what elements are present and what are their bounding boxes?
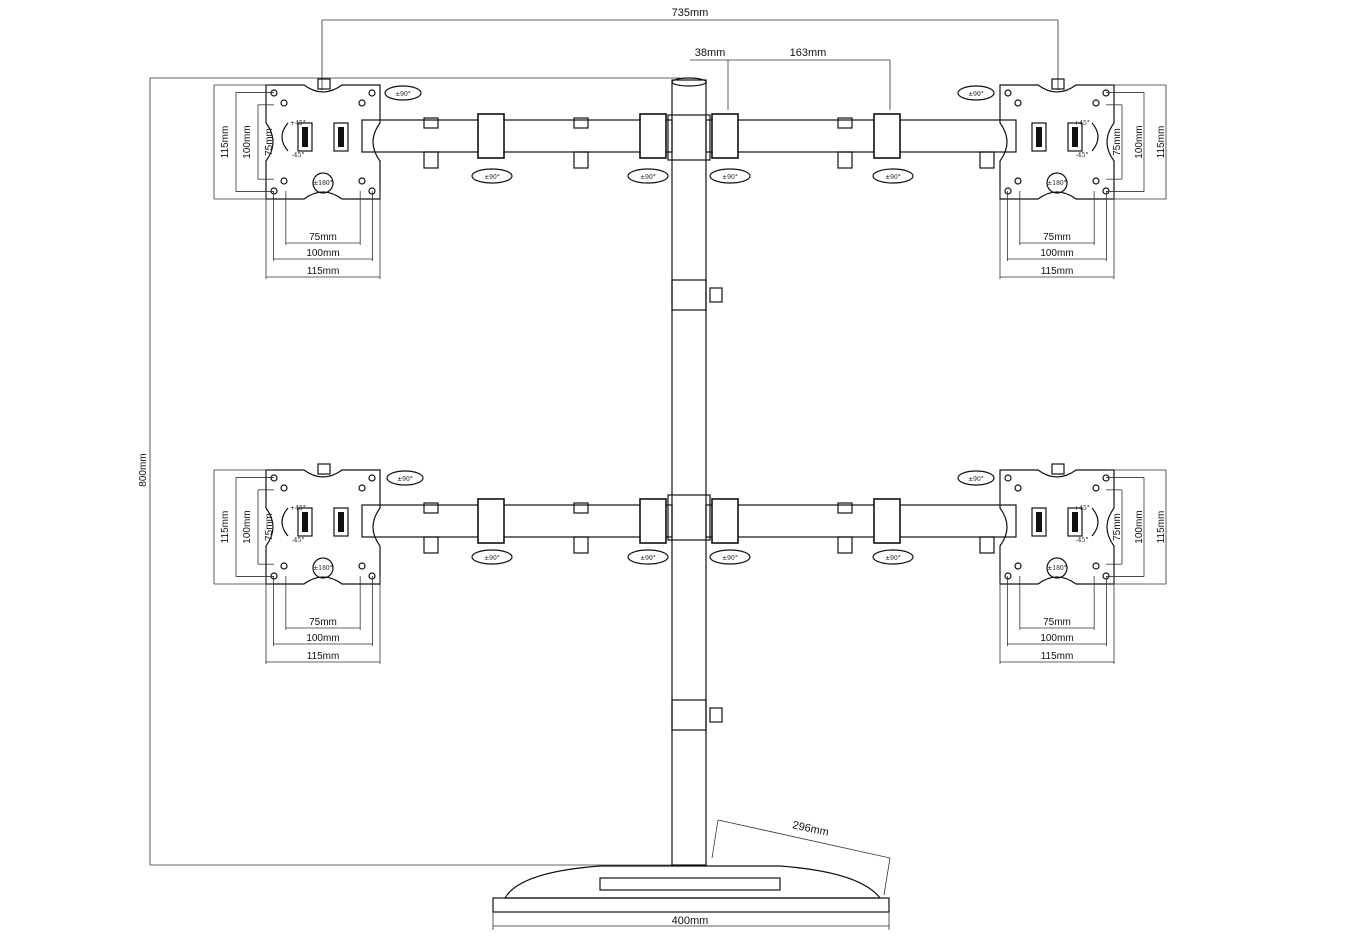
svg-text:±90°: ±90°	[484, 174, 500, 181]
svg-text:75mm: 75mm	[1112, 128, 1123, 156]
svg-text:75mm: 75mm	[1043, 232, 1071, 243]
svg-text:115mm: 115mm	[220, 126, 231, 159]
svg-text:100mm: 100mm	[1134, 125, 1145, 158]
overall-width-label: 735mm	[672, 7, 709, 19]
svg-text:100mm: 100mm	[306, 633, 339, 644]
svg-text:±90°: ±90°	[885, 174, 901, 181]
base-width-label: 400mm	[672, 915, 709, 927]
svg-text:±180°: ±180°	[313, 565, 332, 572]
arm-segment-label: 163mm	[790, 47, 827, 59]
svg-text:±180°: ±180°	[313, 180, 332, 187]
svg-text:115mm: 115mm	[1156, 126, 1167, 159]
center-pole	[667, 77, 723, 866]
svg-text:115mm: 115mm	[307, 651, 340, 662]
svg-text:±90°: ±90°	[484, 555, 500, 562]
svg-text:±90°: ±90°	[968, 476, 984, 483]
svg-text:-45°: -45°	[1076, 537, 1089, 544]
svg-text:115mm: 115mm	[1156, 511, 1167, 544]
svg-text:75mm: 75mm	[1043, 617, 1071, 628]
svg-text:100mm: 100mm	[1040, 633, 1073, 644]
svg-text:75mm: 75mm	[264, 513, 275, 541]
base: 400mm 296mm	[492, 819, 891, 930]
svg-text:115mm: 115mm	[1041, 266, 1074, 277]
svg-text:75mm: 75mm	[309, 617, 337, 628]
arm-segment-dimension: 163mm	[728, 47, 891, 110]
svg-text:±90°: ±90°	[722, 174, 738, 181]
svg-text:100mm: 100mm	[242, 510, 253, 543]
height-dimension: 800mm	[138, 77, 680, 866]
base-depth-label: 296mm	[791, 819, 829, 838]
svg-text:75mm: 75mm	[309, 232, 337, 243]
svg-text:±90°: ±90°	[885, 555, 901, 562]
svg-text:+45°: +45°	[1074, 120, 1090, 127]
svg-text:115mm: 115mm	[1041, 651, 1074, 662]
height-label: 800mm	[138, 453, 149, 486]
vesa-plate-bottom-right: +45° -45° ±180° 75mm 100mm 115mm 75mm 100mm 115m…	[999, 463, 1167, 664]
svg-text:±90°: ±90°	[722, 555, 738, 562]
svg-text:+45°: +45°	[1074, 505, 1090, 512]
vesa-plate-top-left: +45° -45° ±180° 75mm 100mm 115mm 75mm 100mm 115m…	[213, 78, 381, 279]
svg-text:100mm: 100mm	[1040, 248, 1073, 259]
vesa-plates: +45° -45° ±180° 75mm 100mm 115mm 75mm 100mm 115m…	[213, 78, 1167, 664]
svg-text:-45°: -45°	[1076, 152, 1089, 159]
svg-text:±90°: ±90°	[640, 174, 656, 181]
svg-text:100mm: 100mm	[1134, 510, 1145, 543]
svg-text:±90°: ±90°	[968, 91, 984, 98]
arm-offset-dimension: 38mm	[690, 47, 729, 110]
upper-arm-bar	[361, 113, 1017, 169]
lower-arm-bar	[361, 498, 1017, 554]
svg-text:115mm: 115mm	[220, 511, 231, 544]
svg-text:-45°: -45°	[292, 537, 305, 544]
svg-text:±90°: ±90°	[395, 91, 411, 98]
vesa-plate-bottom-left: +45° -45° ±180° 75mm 100mm 115mm 75mm 100mm 115m…	[213, 463, 381, 664]
svg-text:±180°: ±180°	[1047, 180, 1066, 187]
svg-text:75mm: 75mm	[1112, 513, 1123, 541]
lower-swivel-markers: ±90° ±90° ±90° ±90° ±90° ±90°	[386, 470, 995, 565]
svg-text:115mm: 115mm	[307, 266, 340, 277]
svg-text:+45°: +45°	[290, 120, 306, 127]
vesa-plate-top-right: +45° -45° ±180° 75mm 100mm 115mm 75mm 100mm 115m…	[999, 78, 1167, 279]
svg-text:100mm: 100mm	[242, 125, 253, 158]
upper-swivel-markers: ±90° ±90° ±90° ±90° ±90° ±90°	[384, 85, 995, 184]
arm-offset-label: 38mm	[695, 47, 726, 59]
svg-text:+45°: +45°	[290, 505, 306, 512]
svg-text:±90°: ±90°	[640, 555, 656, 562]
svg-text:±90°: ±90°	[397, 476, 413, 483]
svg-text:100mm: 100mm	[306, 248, 339, 259]
svg-text:75mm: 75mm	[264, 128, 275, 156]
svg-text:±180°: ±180°	[1047, 565, 1066, 572]
svg-text:-45°: -45°	[292, 152, 305, 159]
overall-width-dimension: 735mm	[321, 7, 1059, 90]
